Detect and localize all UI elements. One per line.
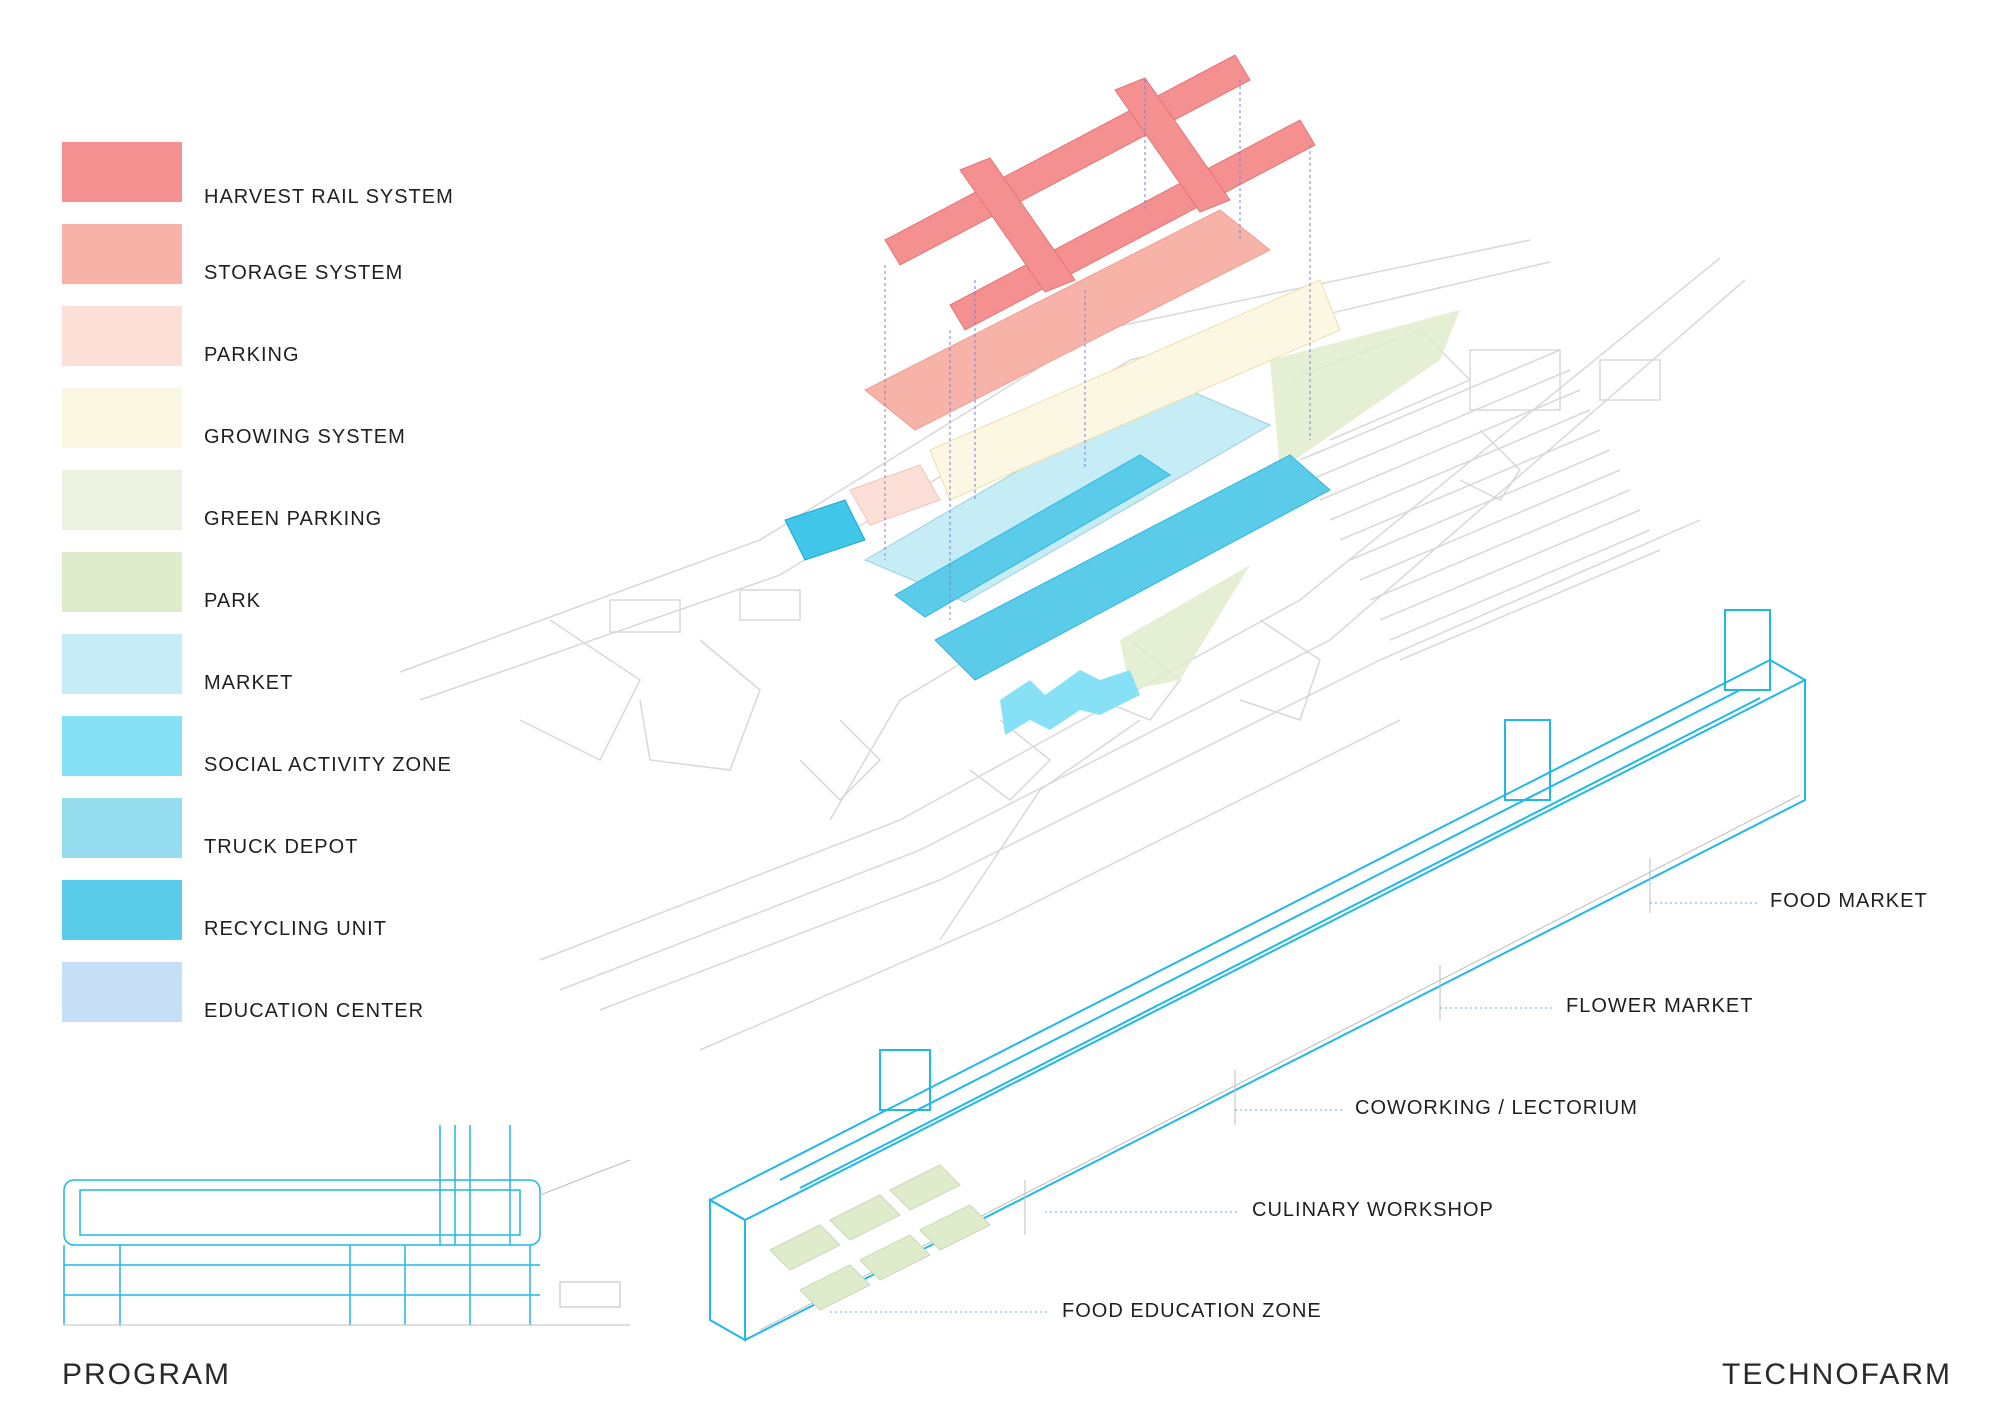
recycling-unit <box>784 499 866 561</box>
program-section-elevation <box>63 1125 541 1325</box>
storage-system-block <box>864 209 1271 431</box>
legend-label-education: EDUCATION CENTER <box>204 1000 425 1022</box>
food-education-beds <box>769 1164 991 1311</box>
legend-label-parking: PARKING <box>204 344 300 366</box>
legend-swatch-market <box>62 634 182 694</box>
label-food-market: FOOD MARKET <box>1770 890 1928 912</box>
legend-swatch-storage <box>62 224 182 284</box>
legend-label-market: MARKET <box>204 672 294 694</box>
harvest-rail-system <box>884 54 1316 331</box>
label-flower-market: FLOWER MARKET <box>1566 995 1754 1017</box>
technofarm-title: TECHNOFARM <box>1722 1358 1952 1391</box>
projection-lines <box>884 80 1311 620</box>
legend-swatch-education <box>62 962 182 1022</box>
label-food-education-zone: FOOD EDUCATION ZONE <box>1062 1300 1322 1322</box>
program-ground-line <box>64 1159 631 1326</box>
legend-label-green-parking: GREEN PARKING <box>204 508 383 530</box>
legend-swatch-parking <box>62 306 182 366</box>
label-culinary-workshop: CULINARY WORKSHOP <box>1252 1199 1494 1221</box>
legend-label-social: SOCIAL ACTIVITY ZONE <box>204 754 452 776</box>
legend-swatch-harvest-rail <box>62 142 182 202</box>
label-coworking-lectorium: COWORKING / LECTORIUM <box>1355 1097 1638 1119</box>
green-parking-area <box>1120 565 1250 690</box>
program-title: PROGRAM <box>62 1358 232 1391</box>
recycling-pond <box>1000 670 1140 735</box>
park-area <box>1270 310 1460 470</box>
legend-swatch-growing <box>62 388 182 448</box>
legend-swatch-recycling <box>62 880 182 940</box>
technofarm-section <box>707 609 1808 1342</box>
parking-block <box>849 464 941 526</box>
site-plan-map <box>399 239 1746 1051</box>
growing-system-block <box>929 279 1341 501</box>
legend-label-recycling: RECYCLING UNIT <box>204 918 387 940</box>
legend-label-harvest-rail: HARVEST RAIL SYSTEM <box>204 186 454 208</box>
truck-depot-block <box>934 454 1331 681</box>
legend-swatch-truck-depot <box>62 798 182 858</box>
legend-swatch-social <box>62 716 182 776</box>
social-activity-block <box>894 454 1171 618</box>
zone-leader-lines <box>830 902 1760 1313</box>
legend-label-growing: GROWING SYSTEM <box>204 426 406 448</box>
legend-swatch-park <box>62 552 182 612</box>
legend-label-truck-depot: TRUCK DEPOT <box>204 836 359 858</box>
legend-label-park: PARK <box>204 590 261 612</box>
legend-label-storage: STORAGE SYSTEM <box>204 262 404 284</box>
legend-swatch-green-parking <box>62 470 182 530</box>
